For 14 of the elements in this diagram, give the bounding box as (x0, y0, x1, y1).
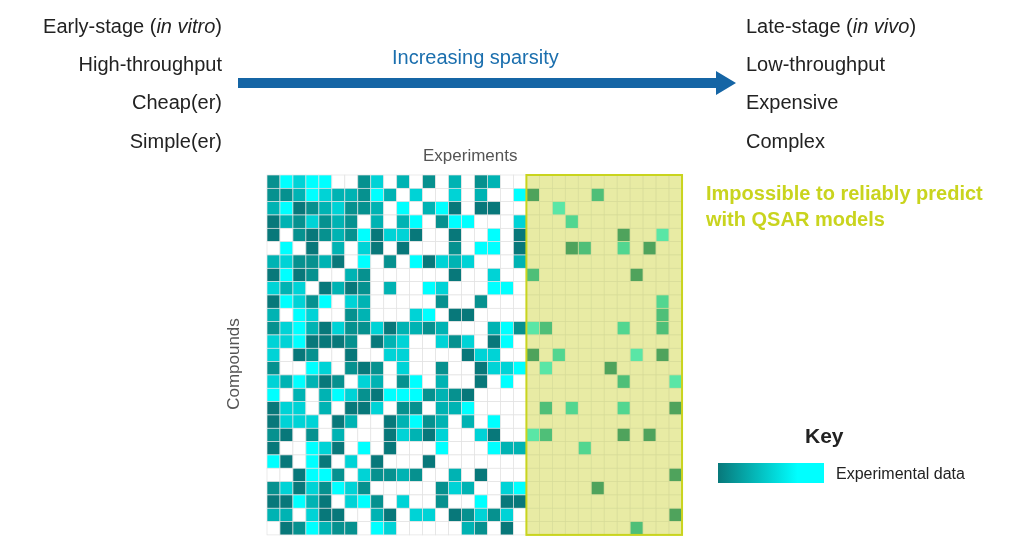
complexity-label: Complex (746, 129, 825, 153)
legend-label: Experimental data (836, 464, 965, 484)
complexity-label: Simple(er) (129, 129, 222, 153)
axis-label: Compounds (222, 318, 244, 410)
throughput-label: High-throughput (78, 52, 222, 76)
legend-title: Key (805, 424, 844, 448)
throughput-label: Low-throughput (746, 52, 885, 76)
stage-label: Early-stage (in vitro) (43, 14, 222, 38)
arrow-caption: Increasing sparsity (392, 45, 559, 69)
stage-label: Late-stage (in vivo) (746, 14, 917, 38)
cost-label: Cheap(er) (131, 90, 222, 114)
axis-label: Experiments (423, 145, 518, 167)
cost-label: Expensive (746, 90, 839, 114)
annotation-text: Impossible to reliably predict with QSAR models (706, 181, 984, 232)
